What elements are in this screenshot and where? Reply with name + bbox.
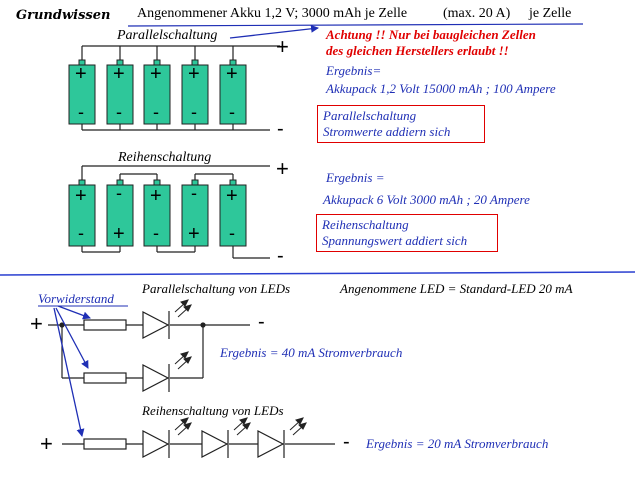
series-cells bbox=[68, 179, 247, 247]
battery-cell bbox=[181, 179, 209, 247]
parallel-label: Parallelschaltung bbox=[117, 28, 218, 43]
light-arrows bbox=[174, 299, 307, 436]
resistor bbox=[83, 438, 127, 450]
led-symbol bbox=[201, 430, 229, 458]
battery-cell bbox=[68, 179, 96, 247]
section-divider bbox=[0, 271, 636, 276]
page-title: Grundwissen bbox=[16, 8, 111, 23]
led-parallel-minus: - bbox=[258, 311, 265, 333]
parallel-cells bbox=[68, 59, 247, 125]
parallel-plus-terminal: + bbox=[276, 34, 289, 59]
series-result-label: Ergebnis = bbox=[326, 170, 385, 185]
led-parallel-circuit bbox=[48, 319, 250, 384]
parallel-box-line-2: Stromwerte addiern sich bbox=[323, 124, 451, 139]
series-summary-box: Reihenschaltung Spannungswert addiert si… bbox=[316, 214, 498, 252]
led-assumption: Angenommene LED = Standard-LED 20 mA bbox=[340, 281, 573, 296]
led-parallel-plus: + bbox=[30, 311, 43, 336]
header-assumption: Angenommener Akku 1,2 V; 3000 mAh je Zel… bbox=[137, 6, 408, 21]
led-symbol bbox=[142, 364, 170, 392]
battery-cell bbox=[106, 59, 134, 125]
led-symbol bbox=[142, 311, 170, 339]
battery-cell bbox=[219, 59, 247, 125]
battery-cell bbox=[181, 59, 209, 125]
warning-line-1: Achtung !! Nur bei baugleichen Zellen bbox=[326, 27, 536, 42]
parallel-battery-circuit bbox=[81, 45, 280, 131]
resistor bbox=[83, 319, 127, 331]
resistor-label: Vorwiderstand bbox=[38, 291, 114, 306]
led-series-minus: - bbox=[343, 431, 350, 453]
series-box-line-2: Spannungswert addiert sich bbox=[322, 233, 468, 248]
series-result-value: Akkupack 6 Volt 3000 mAh ; 20 Ampere bbox=[323, 192, 530, 207]
annotation-arrows bbox=[53, 24, 319, 437]
parallel-summary-box: Parallelschaltung Stromwerte addiern sic… bbox=[317, 105, 485, 143]
battery-cell bbox=[143, 179, 171, 247]
led-parallel-result: Ergebnis = 40 mA Stromverbrauch bbox=[220, 345, 403, 360]
led-series-label: Reihenschaltung von LEDs bbox=[142, 403, 284, 418]
series-label: Reihenschaltung bbox=[118, 150, 212, 165]
battery-cell bbox=[219, 179, 247, 247]
battery-cell bbox=[143, 59, 171, 125]
led-symbol bbox=[142, 430, 170, 458]
battery-cell bbox=[68, 59, 96, 125]
led-series-result: Ergebnis = 20 mA Stromverbrauch bbox=[366, 436, 549, 451]
header-underline bbox=[127, 23, 584, 27]
led-series-plus: + bbox=[40, 431, 53, 456]
parallel-result-value: Akkupack 1,2 Volt 15000 mAh ; 100 Ampere bbox=[326, 81, 556, 96]
parallel-box-line-1: Parallelschaltung bbox=[323, 108, 417, 123]
series-plus-terminal: + bbox=[276, 156, 289, 181]
series-box-line-1: Reihenschaltung bbox=[322, 217, 409, 232]
series-minus-terminal: - bbox=[277, 245, 284, 267]
led-symbol bbox=[257, 430, 285, 458]
battery-cell bbox=[106, 179, 134, 247]
led-series-circuit bbox=[62, 438, 335, 450]
header-per-cell: je Zelle bbox=[529, 6, 572, 21]
led-parallel-label: Parallelschaltung von LEDs bbox=[142, 281, 291, 296]
header-max: (max. 20 A) bbox=[443, 6, 511, 21]
resistor bbox=[83, 372, 127, 384]
warning-line-2: des gleichen Herstellers erlaubt !! bbox=[326, 43, 509, 58]
parallel-result-label: Ergebnis= bbox=[326, 63, 382, 78]
parallel-minus-terminal: - bbox=[277, 118, 284, 140]
series-battery-circuit bbox=[81, 165, 270, 259]
